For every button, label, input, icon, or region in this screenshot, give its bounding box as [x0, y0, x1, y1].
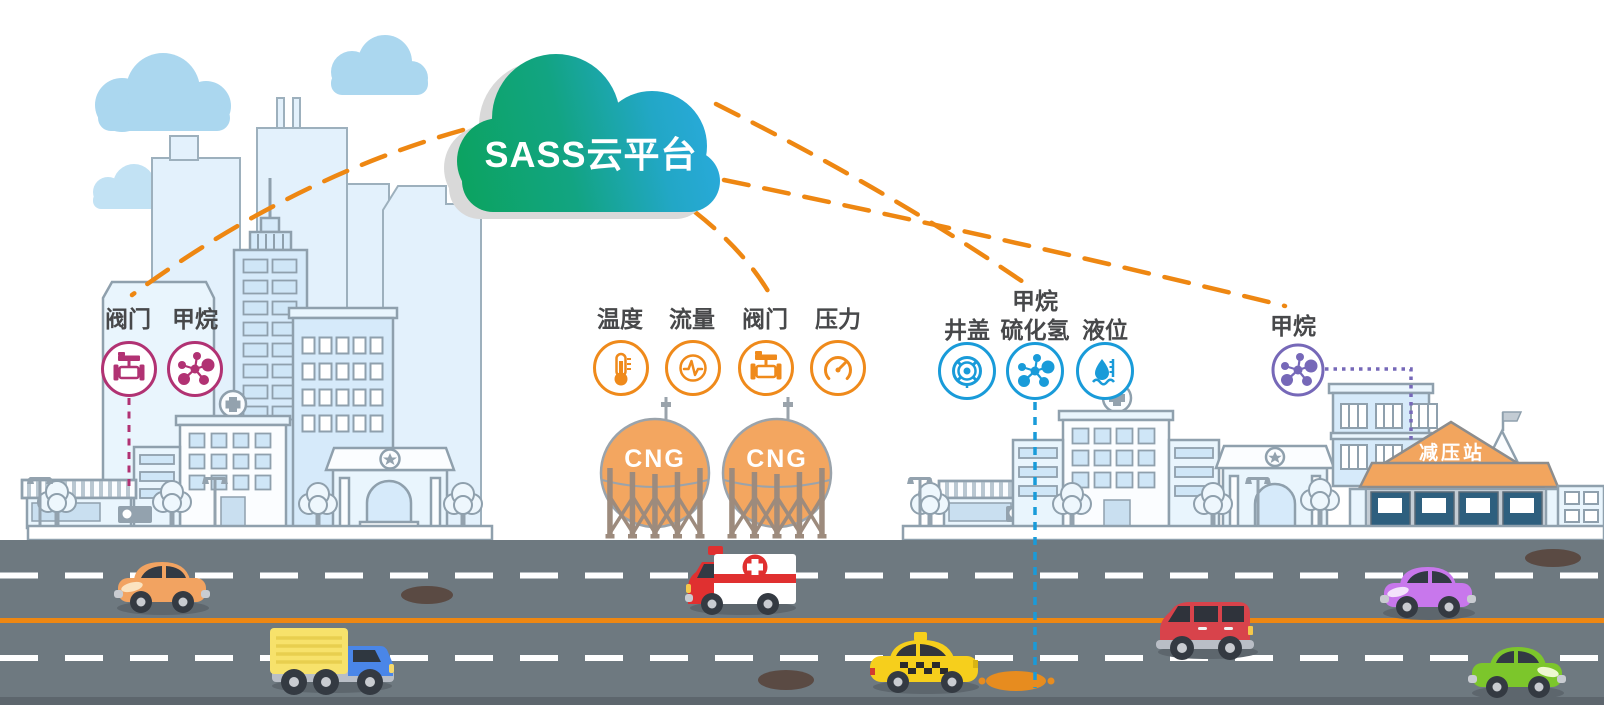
cloud-small-1 [95, 53, 231, 132]
station-sensors: 甲烷 [1270, 313, 1325, 397]
sensor-label: 压力 [815, 306, 861, 332]
sensor-label: 液位 [1082, 317, 1128, 343]
cloud-shape [457, 54, 720, 212]
city-building-sensors: 阀门 甲烷 [101, 306, 223, 397]
purple-car [1380, 567, 1476, 620]
cng-tanks [599, 395, 833, 541]
cng-tank-sensors: 温度 流量 阀门 压力 [593, 306, 866, 396]
gas-manhole [978, 671, 1055, 691]
ambulance [685, 546, 796, 615]
cloud-platform-label: SASS云平台 [484, 134, 697, 175]
link-to-pipeline-sensors [713, 101, 1029, 287]
sky-clouds [93, 35, 428, 209]
sensor-label: 流量 [669, 306, 715, 332]
flag-icon [1502, 411, 1523, 422]
manhole [401, 586, 453, 604]
sensor-label: 甲烷 [1270, 313, 1316, 339]
sensor-label: 硫化氢 [1001, 317, 1070, 343]
hospital-building [1011, 382, 1221, 530]
sensor-label: 阀门 [742, 306, 788, 332]
orange-car [114, 562, 210, 615]
link-to-station-sensors [721, 177, 1288, 309]
sensor-groups: 阀门 甲烷 温度 流量 阀门 压力 井盖 甲烷 硫化氢 液位 甲烷 [101, 288, 1325, 400]
station-sensor-link-line [1325, 367, 1413, 444]
manhole [1525, 549, 1581, 567]
sensor-label: 甲烷 [172, 306, 218, 332]
sensor-label: 阀门 [105, 306, 151, 332]
right-city: 减压站 [901, 382, 1604, 542]
sensor-label: 井盖 [944, 317, 990, 343]
link-to-cng-sensors [692, 209, 775, 301]
pipeline-sensors: 井盖 甲烷 硫化氢 液位 [938, 288, 1134, 400]
left-city [20, 97, 494, 542]
red-minivan [1156, 602, 1258, 660]
green-car [1468, 647, 1566, 700]
sensor-label: 甲烷 [1012, 288, 1058, 314]
right-city-platform [901, 524, 1604, 542]
link-to-building-sensors [129, 127, 466, 298]
sensor-label: 温度 [597, 306, 644, 332]
left-city-platform [26, 524, 494, 542]
background-building [382, 185, 482, 529]
bank-building [324, 446, 456, 530]
cloud-links [127, 101, 1413, 688]
cloud-small-2 [331, 35, 428, 95]
station-label: 减压站 [1419, 441, 1485, 464]
delivery-truck [270, 628, 394, 695]
station-awning [1357, 461, 1560, 489]
taxi [870, 632, 979, 694]
taxi-sign [914, 632, 927, 641]
road [0, 540, 1604, 705]
manhole [758, 670, 814, 690]
bank-building [1214, 444, 1336, 530]
cloud-platform: SASS云平台 [444, 54, 720, 219]
emergency-light [708, 546, 723, 555]
vehicles [114, 546, 1566, 700]
